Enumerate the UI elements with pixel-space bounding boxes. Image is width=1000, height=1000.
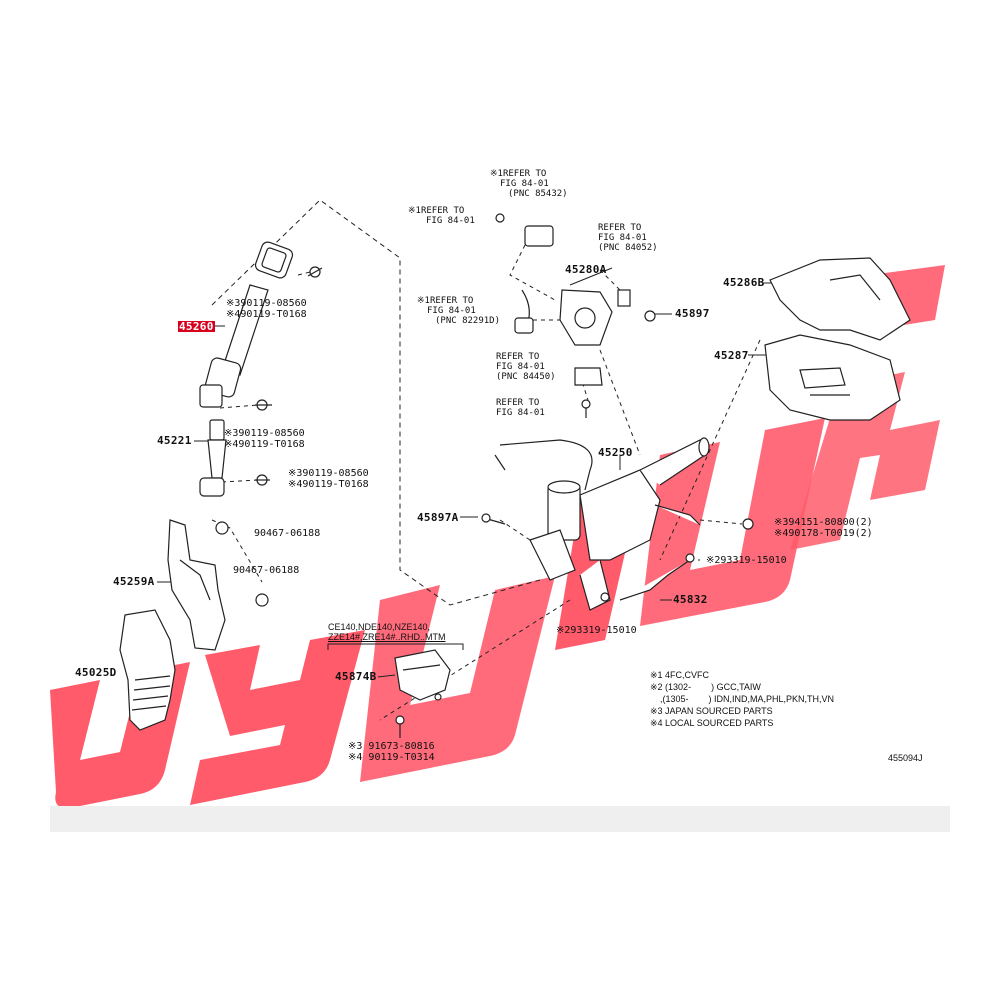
bolt-label-9-line1: ※3 91673-80816 [348,741,435,752]
refer-note-4-line2: FIG 84-01 [427,306,476,316]
refer-note-4-line1: ※1REFER TO [417,296,474,306]
model-note-line2: ZZE14#,ZRE14#..RHD..MTM [328,632,446,642]
bolt-label-2[interactable]: ※390119-08560 ※490119-T0168 [224,428,305,450]
bolt-label-3-line1: ※390119-08560 [288,468,369,479]
legend-line-4: ※3 JAPAN SOURCED PARTS [650,706,773,716]
refer-note-3-line1: REFER TO [598,223,642,233]
legend: ※1 4FC,CVFC ※2 (1302- ) GCC,TAIW ,(1305-… [650,669,834,729]
refer-note-5-line3: (PNC 84450) [496,372,556,382]
top-components-drawing [495,213,656,418]
lower-shaft-drawing [199,419,270,497]
refer-note-6-line1: REFER TO [496,398,540,408]
bolt-label-9[interactable]: ※3 91673-80816 ※4 90119-T0314 [348,741,435,763]
part-45221-label[interactable]: 45221 [157,434,192,447]
legend-line-2: ※2 (1302- ) GCC,TAIW [650,682,761,692]
bolt-label-9-line2: ※4 90119-T0314 [348,752,435,763]
refer-note-2-line2: FIG 84-01 [426,216,475,226]
bolt-label-4[interactable]: 90467-06188 [254,528,321,539]
part-45025D-label[interactable]: 45025D [75,666,117,679]
bolt-label-6-line2: ※490178-T0019(2) [774,528,873,539]
part-45259A-label[interactable]: 45259A [113,575,155,588]
bolt-label-6-line1: ※394151-80800(2) [774,517,873,528]
bolt-label-8[interactable]: ※293319-15010 [556,625,637,636]
part-45897A-label[interactable]: 45897A [417,511,459,524]
bolt-label-2-line2: ※490119-T0168 [224,439,305,450]
diagram-code: 455094J [888,753,923,763]
bolt-label-2-line1: ※390119-08560 [224,428,305,439]
part-45280A-label[interactable]: 45280A [565,263,607,276]
column-cover-drawing [764,257,911,421]
refer-note-5[interactable]: REFER TO FIG 84-01 (PNC 84450) [496,352,556,382]
bolt-label-1-line1: ※390119-08560 [226,298,307,309]
bolt-label-3-line2: ※490119-T0168 [288,479,369,490]
refer-note-5-line2: FIG 84-01 [496,362,545,372]
bolt-label-3[interactable]: ※390119-08560 ※490119-T0168 [288,468,369,490]
refer-note-2[interactable]: ※1REFER TO FIG 84-01 [408,206,475,226]
refer-note-3-line2: FIG 84-01 [598,233,647,243]
refer-note-6-line2: FIG 84-01 [496,408,545,418]
refer-note-2-line1: ※1REFER TO [408,206,465,216]
part-45287-label[interactable]: 45287 [714,349,749,362]
part-45832-label[interactable]: 45832 [673,593,708,606]
part-45260-label[interactable]: 45260 [178,320,215,333]
bracket-drawing [167,519,269,651]
refer-note-1-line1: ※1REFER TO [490,169,547,179]
part-45250-label[interactable]: 45250 [598,446,633,459]
refer-note-1-line2: FIG 84-01 [500,179,549,189]
steering-column-drawing [481,437,754,611]
intermediate-shaft-drawing [199,241,323,411]
legend-line-5: ※4 LOCAL SOURCED PARTS [650,718,774,728]
bolt-label-1[interactable]: ※390119-08560 ※490119-T0168 [226,298,307,320]
bolt-label-5[interactable]: 90467-06188 [233,565,300,576]
refer-note-1-line3: (PNC 85432) [508,189,568,199]
refer-note-4-line3: (PNC 82291D) [435,316,501,326]
refer-note-3-line3: (PNC 84052) [598,243,658,253]
part-45874B-label[interactable]: 45874B [335,670,377,683]
boot-drawing [119,609,176,731]
refer-note-3[interactable]: REFER TO FIG 84-01 (PNC 84052) [598,223,658,253]
model-note-line1: CE140,NDE140,NZE140, [328,622,431,632]
bolt-label-6[interactable]: ※394151-80800(2) ※490178-T0019(2) [774,517,873,539]
refer-note-4[interactable]: ※1REFER TO FIG 84-01 (PNC 82291D) [417,296,500,326]
refer-note-6[interactable]: REFER TO FIG 84-01 [496,398,545,418]
legend-line-1: ※1 4FC,CVFC [650,670,710,680]
bolt-label-7[interactable]: ※293319-15010 [706,555,787,566]
legend-line-3: ,(1305- ) IDN,IND,MA,PHL,PKN,TH,VN [650,694,835,704]
footer-bar [50,806,950,832]
bolt-label-1-line2: ※490119-T0168 [226,309,307,320]
refer-note-1[interactable]: ※1REFER TO FIG 84-01 (PNC 85432) [490,169,568,199]
refer-note-5-line1: REFER TO [496,352,540,362]
dashed-guide-shaft [211,199,541,606]
part-45286B-label[interactable]: 45286B [723,276,765,289]
lower-cover-drawing [394,649,451,738]
part-45897-label[interactable]: 45897 [675,307,710,320]
model-applicability-note: CE140,NDE140,NZE140, ZZE14#,ZRE14#..RHD.… [328,622,446,642]
